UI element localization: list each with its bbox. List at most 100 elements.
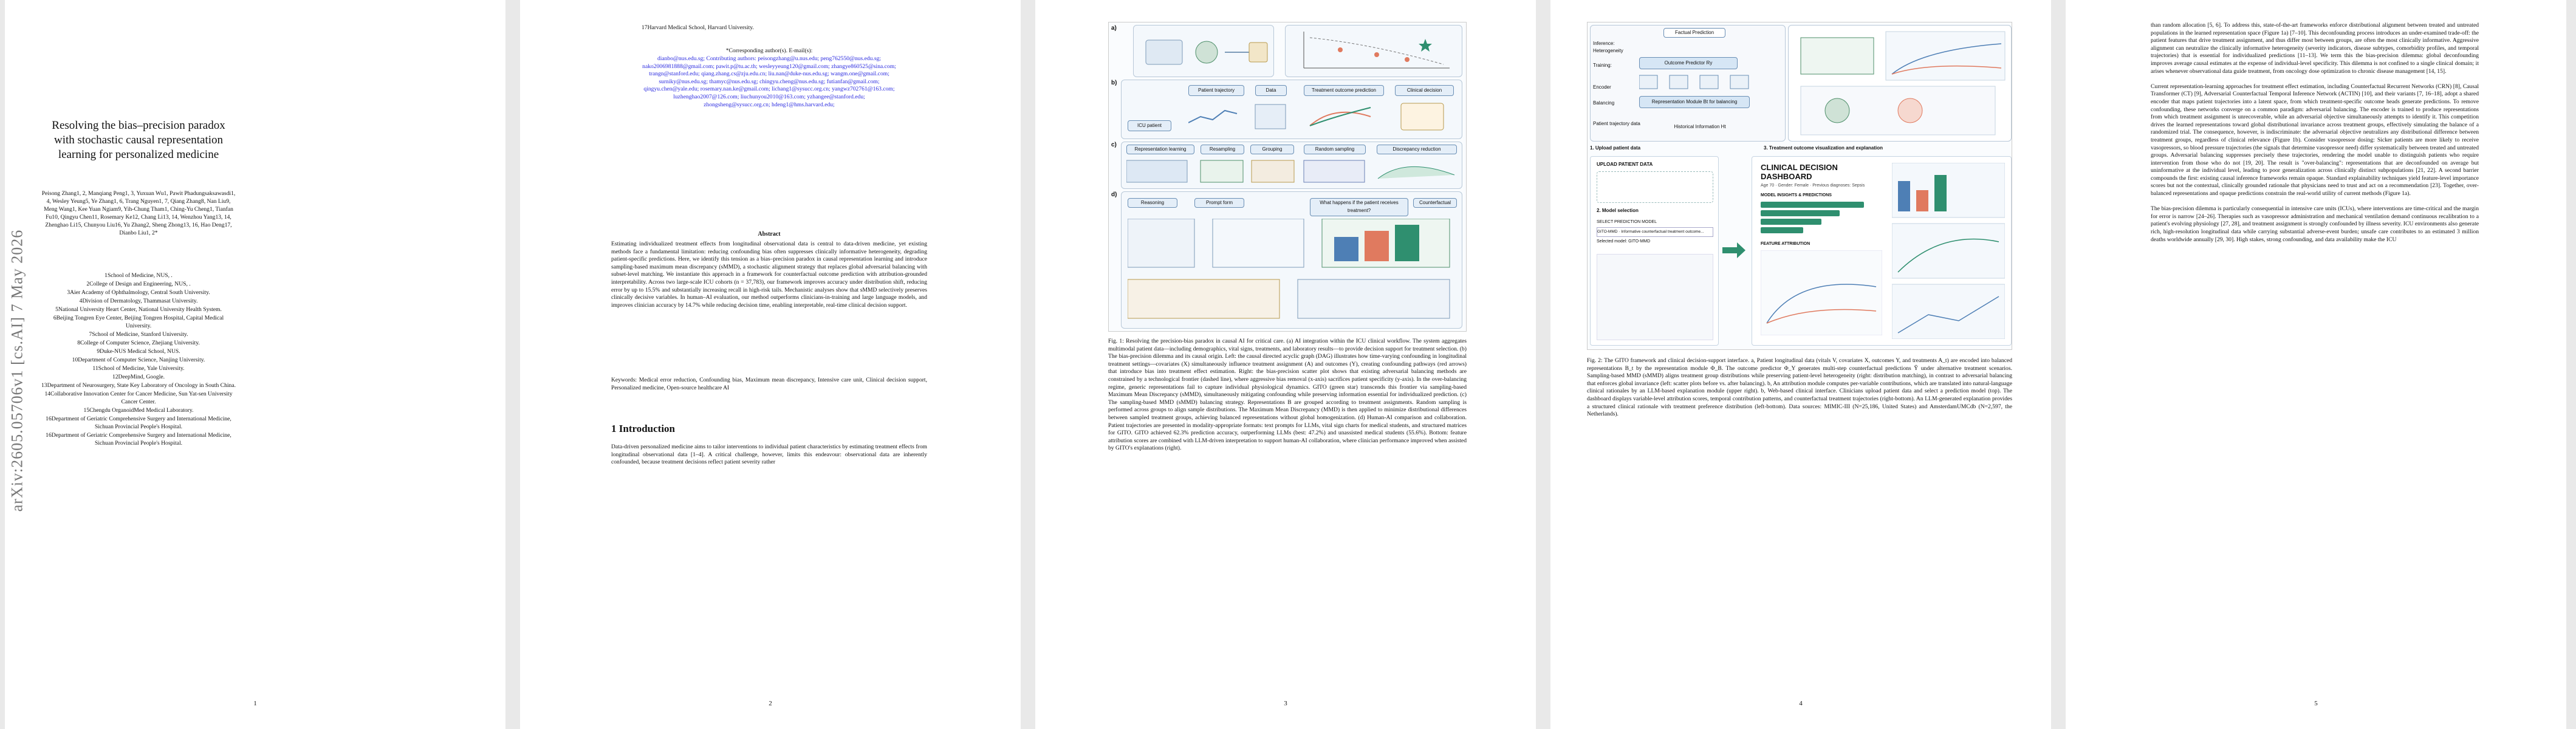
heterogeneity-label: Heterogeneity [1593,48,1623,53]
representation-module-box: Representation Module Bt for balancing [1639,96,1750,108]
encoder-nodes [1639,75,1749,89]
page-1: arXiv:2605.05706v1 [cs.AI] 7 May 2026 Re… [5,0,505,729]
affiliation: 3Aier Academy of Ophthalmology, Central … [67,289,210,296]
model-insights-heading: MODEL INSIGHTS & PREDICTIONS [1761,193,1832,197]
attribution-bar [1761,219,1821,225]
attribution-bar [1761,210,1840,216]
gito-results-panel [1788,25,2012,142]
figure-2-caption: Fig. 2: The GITO framework and clinical … [1587,357,2012,418]
balancing-label: Balancing [1593,100,1615,106]
body-text: than random allocation [5, 6]. To addres… [2151,22,2479,243]
affiliation: 7School of Medicine, Stanford University… [89,331,188,338]
clinical-decision-label: Clinical decision [1395,85,1454,96]
panel-c: Representation learning Resampling Group… [1121,142,1462,189]
panel-d: Reasoning What happens if the patient re… [1121,191,1462,329]
figure-1-caption: Fig. 1: Resolving the precision-bias par… [1108,338,1467,452]
patient-trajectory-label: Patient trajectory [1188,85,1244,96]
figure-1: a) b) ICU patient Patient traje [1108,22,1467,332]
model-select-dropdown[interactable]: GITO-MMD · Informative counterfactual tr… [1597,227,1713,237]
page-number: 3 [1284,700,1287,707]
upload-step-label: 1. Upload patient data [1590,145,1641,151]
page-2: 17Harvard Medical School, Harvard Univer… [520,0,1021,729]
author-list: Peisong Zhang1, 2, Manqiang Peng1, 3, Yu… [41,190,236,236]
training-label: Training: [1593,63,1612,68]
corresponding-author: *Corresponding author(s). E-mail(s): [725,47,813,54]
panel-a-right [1285,25,1462,77]
arrow-right-icon [1722,242,1745,258]
outcome-prediction-label: Treatment outcome prediction [1304,85,1384,96]
smmd-pipeline-graphic [1126,160,1455,183]
historical-information-label: Historical Information Ht [1674,124,1726,129]
icu-workflow-illustration [1145,39,1268,65]
feature-attribution-heading: FEATURE ATTRIBUTION [1761,242,1810,246]
affiliation-list: 1School of Medicine, NUS, . 2College of … [41,272,236,448]
dashboard-patient-info: Age 70 · Gender: Female · Previous diagn… [1761,183,1865,188]
affiliation: 10Department of Computer Science, Nanjin… [72,357,205,363]
affiliation: 13Department of Neurosurgery, State Key … [41,382,236,389]
upload-title: UPLOAD PATIENT DATA [1597,162,1653,167]
page-number: 2 [769,700,772,707]
panel-b: ICU patient Patient trajectory Data Trea… [1121,80,1462,139]
treatment-trajectory-chart [1761,250,1882,335]
model-selection-step: 2. Model selection [1597,208,1639,213]
grouping-label: Grouping [1250,145,1294,154]
author-emails[interactable]: dianbo@nus.edu.sg; Contributing authors:… [642,55,896,108]
selected-model-text: Selected model: GITO-MMD [1597,239,1651,244]
arxiv-stamp: arXiv:2605.05706v1 [cs.AI] 7 May 2026 [8,229,26,512]
affiliation: 16Department of Geriatric Comprehensive … [46,432,231,447]
representation-learning-label: Representation learning [1126,145,1194,154]
clinical-dashboard: CLINICAL DECISION DASHBOARD Age 70 · Gen… [1752,156,2012,346]
page-4: Factual Prediction Inference: Heterogene… [1550,0,2051,729]
page-number: 5 [2314,700,2318,707]
reasoning-label: Reasoning [1128,198,1177,208]
panel-label-d: d) [1111,191,1117,198]
panel-label-a: a) [1111,25,1117,32]
prompt-form-label: Prompt form [1194,198,1244,208]
encoder-label: Encoder [1593,84,1611,90]
affiliation: 2College of Design and Engineering, NUS,… [86,281,191,287]
upload-panel: UPLOAD PATIENT DATA 2. Model selection S… [1590,156,1719,346]
dashboard-title: CLINICAL DECISION DASHBOARD [1761,163,1838,181]
human-ai-comparison-graphic [1128,219,1450,319]
affiliation: 14Collaborative Innovation Center for Ca… [44,391,233,405]
what-if-question: What happens if the patient receives tre… [1310,198,1408,216]
affiliation: 5National University Heart Center, Natio… [55,306,222,313]
icu-patient-label: ICU patient [1128,120,1171,131]
outcome-predictor-box: Outcome Predictor Ry [1639,57,1738,69]
patient-trajectory-data-label: Patient trajectory data [1593,121,1640,126]
page-5: than random allocation [5, 6]. To addres… [2066,0,2566,729]
panel-label-c: c) [1111,142,1117,148]
affiliation: 9Duke-NUS Medical School, NUS. [97,348,180,355]
discrepancy-reduction-label: Discrepancy reduction [1377,145,1457,154]
panel-a-left [1133,25,1274,77]
file-drop-zone[interactable] [1597,171,1713,203]
attribution-bar [1761,202,1864,208]
affiliation: 6Beijing Tongren Eye Center, Beijing Ton… [53,315,224,329]
affiliation: 15Chengdu OrganoidMed Medical Laboratory… [83,407,194,414]
keywords: Keywords: Medical error reduction, Confo… [611,377,927,391]
affiliation: 4Division of Dermatology, Thammasat Univ… [79,298,198,304]
visualization-step-label: 3. Treatment outcome visualization and e… [1764,145,1883,151]
panel-label-b: b) [1111,80,1117,86]
prediction-curves-chart [1800,31,2006,135]
page-number: 1 [253,700,257,707]
explanation-box [1597,254,1713,340]
select-model-label: SELECT PREDICTION MODEL [1597,220,1657,224]
affiliation: 8College of Computer Science, Zhejiang U… [77,340,200,346]
abstract-text: Estimating individualized treatment effe… [611,241,927,309]
affiliation-17: 17Harvard Medical School, Harvard Univer… [642,24,754,31]
section-heading-introduction: 1 Introduction [611,423,676,434]
figure-2: Factual Prediction Inference: Heterogene… [1587,22,2012,350]
page-number: 4 [1799,700,1803,707]
page-3: a) b) ICU patient Patient traje [1035,0,1536,729]
dashboard-right-charts [1892,163,2005,339]
attribution-bars [1761,202,1882,236]
gito-framework-panel: Factual Prediction Inference: Heterogene… [1590,25,1786,142]
trajectory-charts [1188,103,1444,131]
bias-precision-scatter [1303,32,1450,69]
intro-text: Data-driven personalized medicine aims t… [611,443,927,466]
data-label: Data [1255,85,1287,96]
paper-title: Resolving the bias–precision paradox wit… [52,119,225,161]
abstract-title: Abstract [758,231,781,238]
factual-prediction-label: Factual Prediction [1663,28,1725,38]
